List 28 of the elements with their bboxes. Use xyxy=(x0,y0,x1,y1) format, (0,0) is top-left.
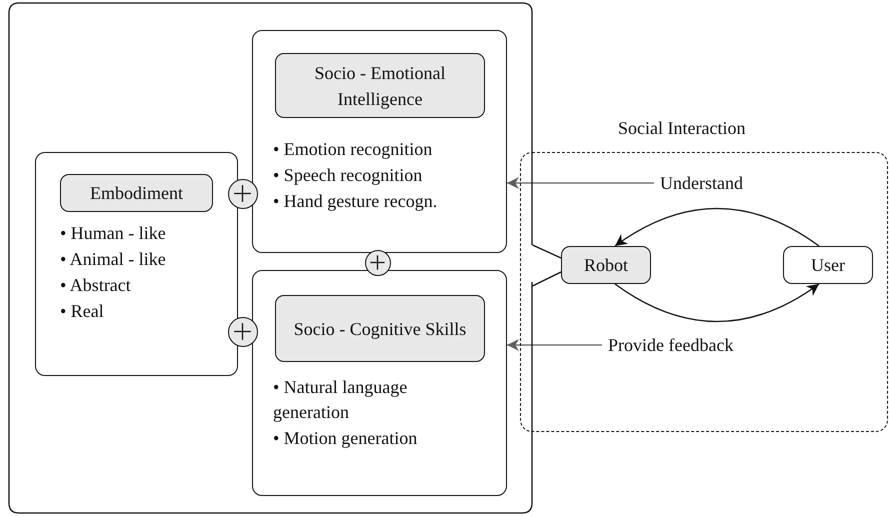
arrow xyxy=(614,283,820,322)
list-item: • Motion generation xyxy=(273,427,418,450)
callout-line xyxy=(532,244,562,287)
plus-icon xyxy=(228,317,258,347)
list-item: • Abstract xyxy=(60,274,132,297)
action-label: Understand xyxy=(660,170,770,196)
section-header: Socio - Emotional Intelligence xyxy=(275,53,485,118)
section-card xyxy=(252,30,507,253)
list-item: • Animal - like xyxy=(60,248,167,271)
section-header: Embodiment xyxy=(60,174,213,212)
section-card xyxy=(252,270,507,496)
actor-box: Robot xyxy=(561,246,651,284)
list-item: • Hand gesture recogn. xyxy=(273,190,438,213)
arrow xyxy=(507,339,602,351)
plus-icon xyxy=(365,250,391,276)
list-item: • Real xyxy=(60,300,105,323)
plus-icon xyxy=(228,179,258,209)
arrow xyxy=(507,177,654,189)
group-title: Social Interaction xyxy=(618,118,746,139)
action-label: Provide feedback xyxy=(608,332,768,358)
section-header: Socio - Cognitive Skills xyxy=(275,295,485,362)
section-card xyxy=(35,152,238,376)
list-item: • Human - like xyxy=(60,222,167,245)
arrow xyxy=(614,208,820,247)
list-item: • Speech recognition xyxy=(273,164,424,187)
list-item: • Natural language generation xyxy=(273,376,408,424)
list-item: • Emotion recognition xyxy=(273,138,434,161)
actor-box: User xyxy=(783,246,873,284)
